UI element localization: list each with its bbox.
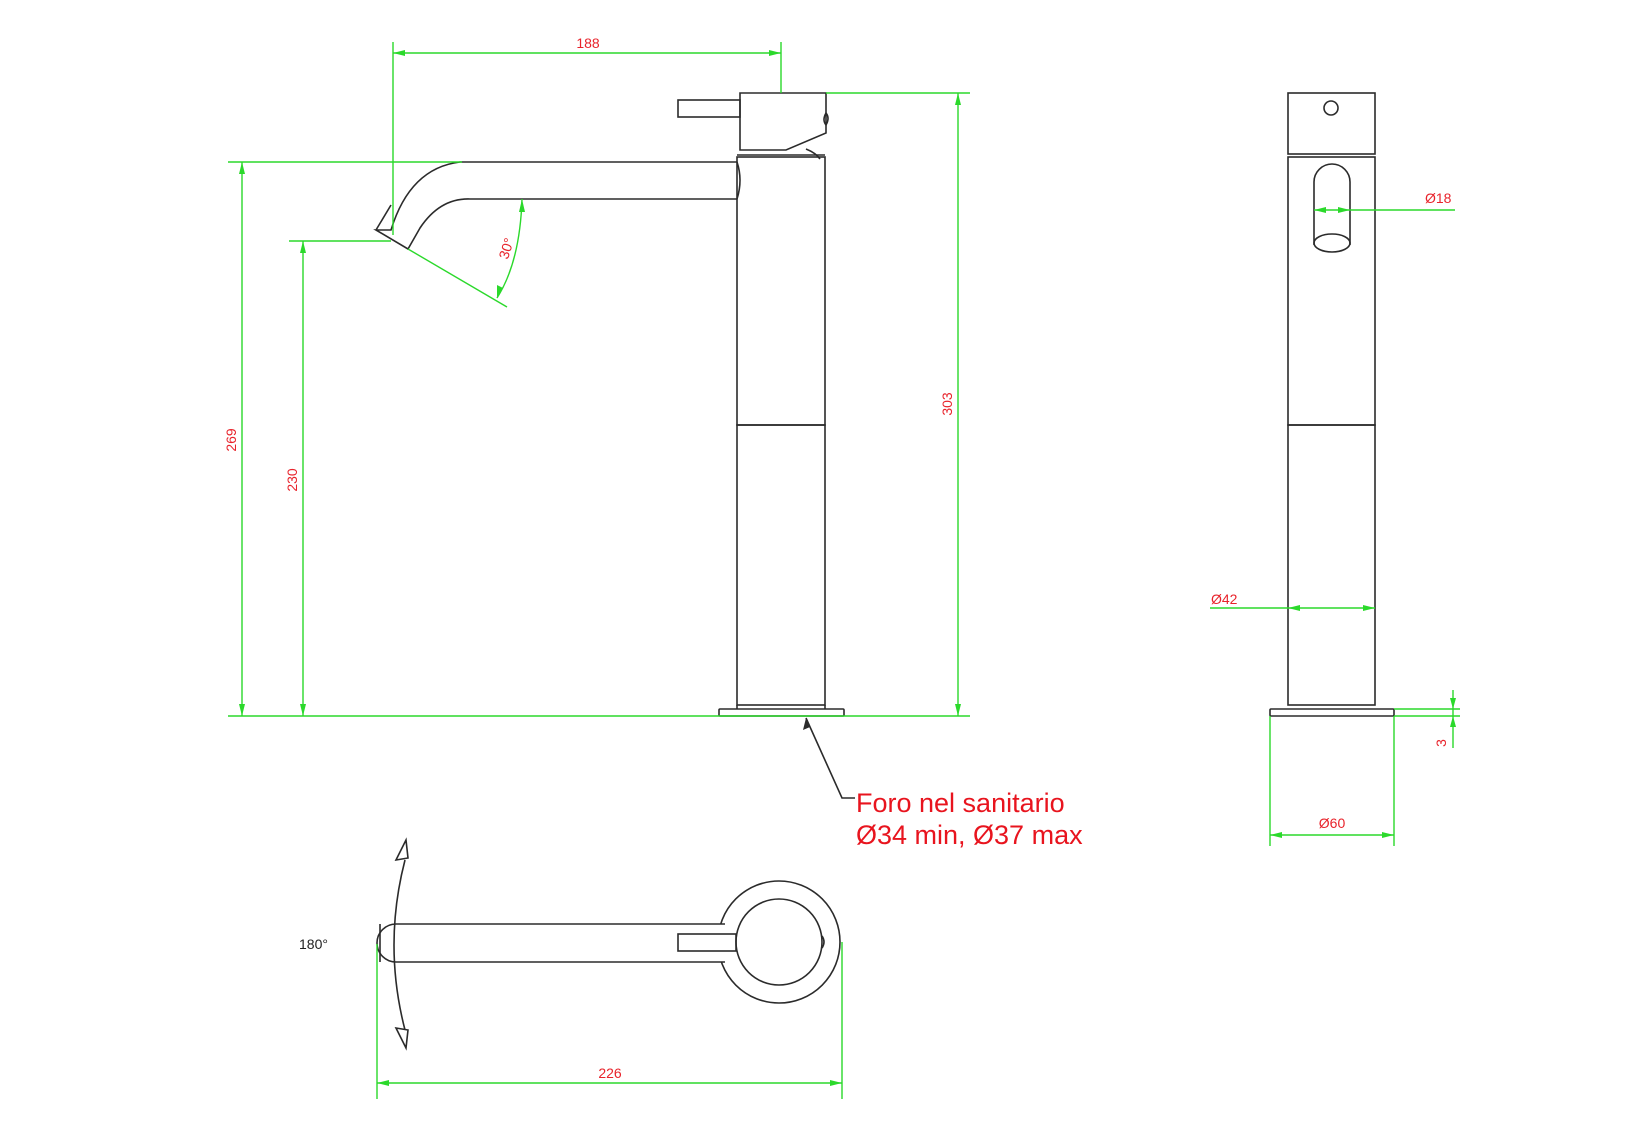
spout <box>373 161 737 251</box>
dim-outlet-angle: 30° <box>495 236 517 261</box>
dim-overall-length: 226 <box>598 1065 622 1081</box>
top-body-circle <box>735 898 823 986</box>
note-line-1: Foro nel sanitario <box>856 788 1065 818</box>
dim-base-thickness: 3 <box>1433 739 1449 747</box>
dim-outlet-diameter: Ø18 <box>1425 190 1452 206</box>
dim-base-diameter: Ø60 <box>1319 815 1346 831</box>
rotation-label: 180° <box>299 936 328 952</box>
rotation-arrow-down <box>394 1026 409 1051</box>
body-stem-upper <box>736 156 826 426</box>
front-lever-hole <box>1323 100 1339 116</box>
dim-total-height: 303 <box>939 392 955 416</box>
front-head <box>1287 92 1376 155</box>
note-leader <box>805 717 855 799</box>
dim-body-diameter: Ø42 <box>1211 591 1238 607</box>
front-outlet-aerator <box>1313 233 1351 253</box>
lever-handle <box>677 99 741 118</box>
top-view: 180° 226 <box>299 837 843 1099</box>
base-plate <box>718 708 845 717</box>
dim-outlet-height: 230 <box>284 468 300 492</box>
top-spout <box>376 923 725 963</box>
body-stem-lower <box>736 424 826 706</box>
side-view: 188 303 269 230 30° Foro nel sanitario Ø… <box>223 35 1083 850</box>
dim-spout-reach: 188 <box>576 35 600 51</box>
rotation-arrow-up <box>394 837 409 862</box>
rotation-arc <box>393 859 406 1031</box>
front-spout-slot <box>1313 163 1351 245</box>
lever-head <box>739 92 827 151</box>
front-body-upper <box>1287 156 1376 426</box>
front-view: Ø18 Ø42 3 Ø60 <box>1210 92 1460 846</box>
top-lever <box>677 933 737 952</box>
note-line-2: Ø34 min, Ø37 max <box>856 820 1083 850</box>
dim-spout-top-height: 269 <box>223 428 239 452</box>
front-base-plate <box>1269 708 1395 717</box>
front-body-lower <box>1287 424 1376 706</box>
